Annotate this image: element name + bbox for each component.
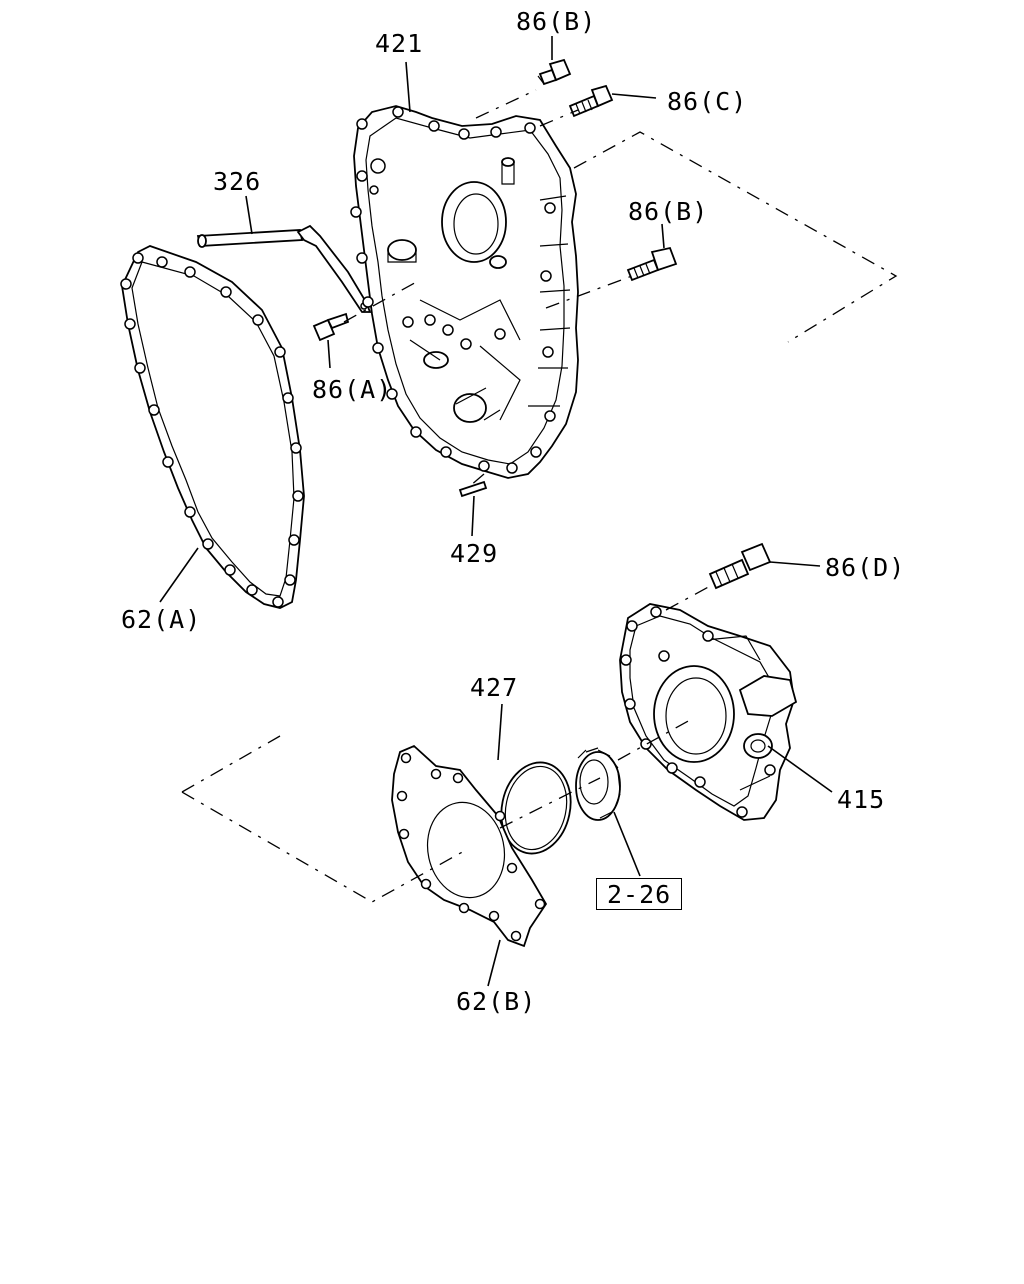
case-421 <box>350 105 579 479</box>
pin-429 <box>458 480 488 498</box>
housing-415 <box>619 603 798 821</box>
label-421: 421 <box>375 29 424 58</box>
label-427: 427 <box>470 673 519 702</box>
label-86c: 86(C) <box>667 87 748 116</box>
bolt-86a <box>312 312 350 342</box>
label-86d: 86(D) <box>825 553 906 582</box>
assembly-lines <box>181 89 898 903</box>
bolt-86d <box>708 542 772 590</box>
label-326: 326 <box>213 167 262 196</box>
label-415: 415 <box>837 785 886 814</box>
bearing-ref-2-26 <box>575 747 621 821</box>
gasket-62a-bolt-holes <box>120 252 304 608</box>
case-421-bolt-holes <box>350 106 556 474</box>
gasket-62b-bolt-holes <box>396 752 546 942</box>
gasket-62b <box>391 744 548 948</box>
leader-lines <box>159 36 833 987</box>
label-62a: 62(A) <box>121 605 202 634</box>
gasket-62a <box>120 245 305 609</box>
label-429: 429 <box>450 539 499 568</box>
housing-415-bolt-holes <box>620 606 776 818</box>
bolt-86b-mid <box>626 246 678 282</box>
reference-box-2-26[interactable]: 2-26 <box>596 878 683 910</box>
label-62b: 62(B) <box>456 987 537 1016</box>
label-86b-mid: 86(B) <box>628 197 709 226</box>
o-ring-427 <box>500 761 572 855</box>
label-86a: 86(A) <box>312 375 393 404</box>
pipe-326 <box>196 224 372 313</box>
bolt-86b-top <box>537 58 572 86</box>
label-86b-top: 86(B) <box>516 7 597 36</box>
bolt-86c <box>568 84 614 118</box>
